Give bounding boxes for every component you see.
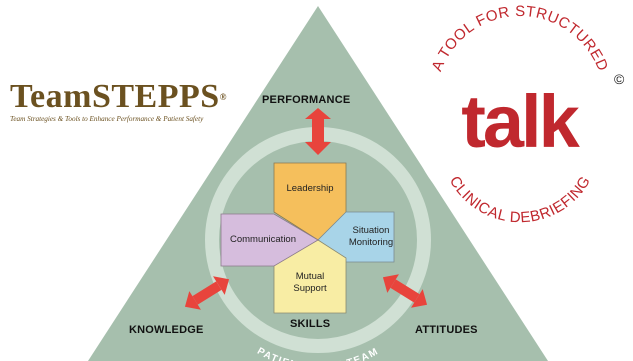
label-attitudes: ATTITUDES	[415, 324, 478, 336]
skill-communication-label: Communication	[230, 234, 296, 245]
talk-copyright: ©	[614, 71, 625, 87]
label-knowledge: KNOWLEDGE	[129, 324, 204, 336]
skill-mutual-support-label: Mutual Support	[293, 271, 327, 294]
talk-wordmark: talk	[461, 80, 580, 163]
communication-box	[220, 213, 319, 267]
teamstepps-title: TeamSTEPPS®	[10, 80, 240, 114]
teamstepps-subtitle: Team Strategies & Tools to Enhance Perfo…	[10, 115, 204, 123]
skill-situation-monitoring-label: Situation Monitoring	[348, 225, 394, 248]
arrow-performance	[305, 108, 331, 155]
label-performance: PERFORMANCE	[262, 94, 351, 106]
label-skills: SKILLS	[290, 318, 331, 330]
teamstepps-logo: TeamSTEPPS® Team Strategies & Tools to E…	[10, 80, 240, 124]
talk-logo-background	[410, 6, 630, 226]
arrow-attitudes	[382, 274, 428, 308]
skill-leadership-label: Leadership	[286, 183, 334, 194]
teamstepps-wordmark: TeamSTEPPS	[10, 78, 220, 115]
trademark-symbol: ®	[219, 92, 227, 102]
arrow-knowledge	[184, 276, 230, 310]
situation-monitoring-box	[317, 211, 395, 263]
